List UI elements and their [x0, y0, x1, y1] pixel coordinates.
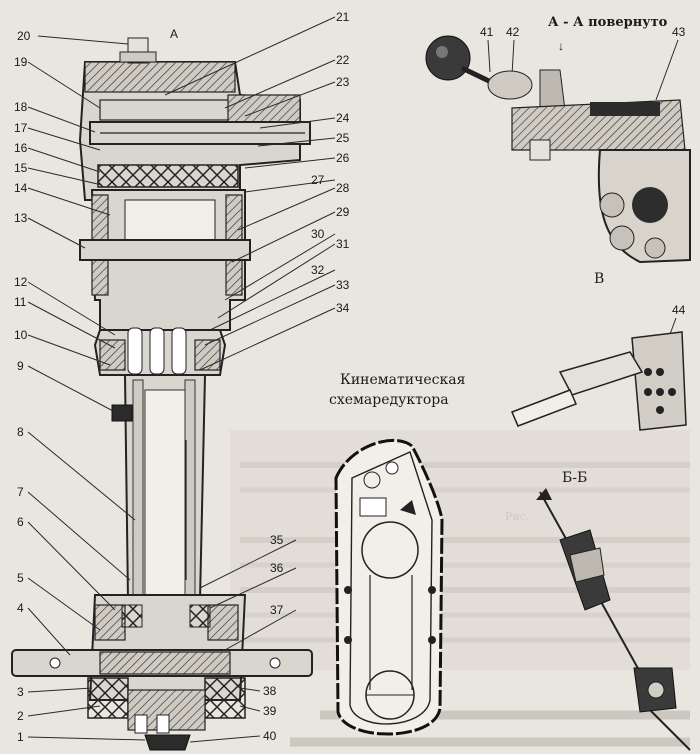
callout-22: 22 [336, 53, 350, 67]
callout-34: 34 [336, 301, 350, 315]
callout-21: 21 [336, 10, 350, 24]
callout-25: 25 [336, 131, 350, 145]
leaders-right [164, 16, 336, 743]
bg-fragment-fig: Рис. [505, 510, 529, 523]
kinematic-scheme: Кинематическая схемаредуктора [329, 372, 466, 736]
callout-37: 37 [270, 603, 284, 617]
callout-3: 3 [17, 685, 24, 699]
callout-31: 31 [336, 237, 350, 251]
callout-29: 29 [336, 205, 350, 219]
callout-24: 24 [336, 111, 350, 125]
callout-20: 20 [17, 29, 31, 43]
callout-8: 8 [17, 425, 24, 439]
callout-23: 23 [336, 75, 350, 89]
callout-40: 40 [263, 729, 277, 743]
gearbox-section [11, 37, 313, 751]
background-bleed: Рис. [230, 430, 690, 747]
callout-2: 2 [17, 709, 24, 723]
callout-38: 38 [263, 684, 277, 698]
callout-11: 11 [14, 295, 27, 309]
callout-42: 42 [506, 25, 520, 39]
callout-17: 17 [14, 121, 28, 135]
callout-7: 7 [17, 485, 24, 499]
callout-13: 13 [14, 211, 28, 225]
callouts-left: 20 19 18 17 16 15 14 13 12 11 10 9 8 7 6… [14, 29, 31, 744]
callout-5: 5 [17, 571, 24, 585]
callout-10: 10 [14, 328, 28, 342]
view-arrow: ↓ [558, 39, 564, 53]
callout-28: 28 [336, 181, 350, 195]
callout-43: 43 [672, 25, 686, 39]
leaders-left [27, 35, 146, 741]
callout-19: 19 [14, 55, 28, 69]
callout-27: 27 [311, 173, 325, 187]
callout-1: 1 [17, 730, 24, 744]
callouts-right: 21 22 23 24 25 26 27 28 29 30 31 32 33 3… [263, 10, 350, 743]
callout-41: 41 [480, 25, 494, 39]
section-bb-view [536, 488, 691, 751]
callout-12: 12 [14, 275, 28, 289]
callout-36: 36 [270, 561, 284, 575]
callout-33: 33 [336, 278, 350, 292]
callout-16: 16 [14, 141, 28, 155]
callout-35: 35 [270, 533, 284, 547]
callout-15: 15 [14, 161, 28, 175]
section-bb-label: Б-Б [562, 470, 587, 486]
section-aa-title: А - А повернуто [548, 15, 668, 30]
callout-9: 9 [17, 359, 24, 373]
kinematic-caption-line1: Кинематическая [340, 372, 466, 388]
callout-14: 14 [14, 181, 28, 195]
callout-6: 6 [17, 515, 24, 529]
callout-18: 18 [14, 100, 28, 114]
detail-44: 44 Б-Б [511, 303, 687, 486]
callout-26: 26 [336, 151, 350, 165]
section-mark-a: А [170, 27, 178, 41]
section-aa-view: А - А повернуто ↓ 41 42 43 В [425, 15, 691, 287]
callout-44: 44 [672, 303, 686, 317]
callout-30: 30 [311, 227, 325, 241]
callout-32: 32 [311, 263, 325, 277]
callout-39: 39 [263, 704, 277, 718]
view-b-label: В [594, 271, 604, 287]
kinematic-caption-line2: схемаредуктора [329, 392, 449, 408]
callout-4: 4 [17, 601, 24, 615]
